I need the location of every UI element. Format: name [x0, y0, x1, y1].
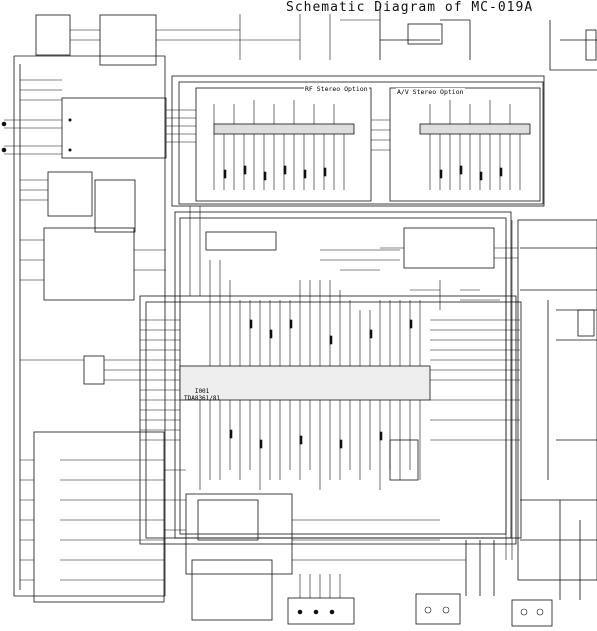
rf-stereo-option-label: RF Stereo Option [304, 85, 369, 93]
av-stereo-option-label: A/V Stereo Option [396, 88, 465, 96]
main-ic-label: I001 TDA8361/81 [184, 388, 220, 402]
title: Schematic Diagram of MC-019A [286, 0, 534, 15]
main-ic-part: TDA8361/81 [184, 395, 221, 402]
main-ic-ref: I001 [194, 388, 210, 395]
